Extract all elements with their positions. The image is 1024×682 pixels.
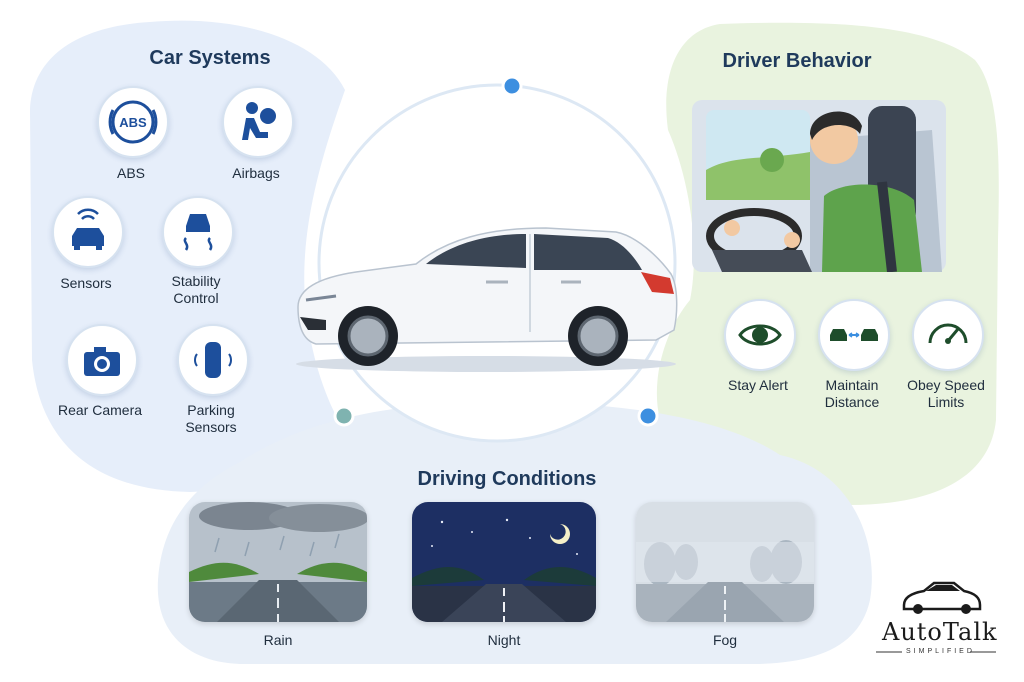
logo-underline xyxy=(876,651,996,653)
airbags-label: Airbags xyxy=(232,165,280,181)
ring-dot-top xyxy=(501,75,523,97)
car-distance-icon xyxy=(818,299,890,371)
logo-subtitle: SIMPLIFIED xyxy=(906,648,975,655)
night-label: Night xyxy=(487,632,521,648)
ring-dot-right xyxy=(637,405,659,427)
abs-label: ABS xyxy=(116,165,145,181)
driver-behavior-title: Driver Behavior xyxy=(722,50,872,72)
car-sensor-icon xyxy=(52,196,124,268)
stability-control-label: Stability Control xyxy=(171,273,221,306)
fog-label: Fog xyxy=(712,632,738,648)
maintain-distance-label: Maintain Distance xyxy=(824,377,880,410)
car-illustration xyxy=(296,227,678,372)
abs-icon: ABS xyxy=(97,86,169,158)
obey-speed-limits-label: Obey Speed Limits xyxy=(907,377,985,410)
rain-label: Rain xyxy=(263,632,293,648)
airbag-icon xyxy=(222,86,294,158)
rain-scene xyxy=(189,502,367,622)
driving-conditions-title: Driving Conditions xyxy=(417,468,597,490)
stability-control-icon xyxy=(162,196,234,268)
car-systems-title: Car Systems xyxy=(149,47,271,69)
eye-icon xyxy=(724,299,796,371)
stay-alert-label: Stay Alert xyxy=(728,377,788,393)
sensors-label: Sensors xyxy=(60,275,112,291)
logo-text: AutoTalk xyxy=(882,618,998,646)
night-scene xyxy=(412,502,596,622)
abs-badge-text: ABS xyxy=(119,115,147,130)
speedometer-icon xyxy=(912,299,984,371)
fog-scene xyxy=(636,502,814,622)
parking-sensors-label: Parking Sensors xyxy=(185,402,237,435)
camera-icon xyxy=(66,324,138,396)
driver-illustration xyxy=(692,100,946,272)
ring-dot-left xyxy=(333,405,355,427)
parking-sensor-icon xyxy=(177,324,249,396)
rear-camera-label: Rear Camera xyxy=(57,402,143,418)
logo-car-icon xyxy=(902,581,982,614)
